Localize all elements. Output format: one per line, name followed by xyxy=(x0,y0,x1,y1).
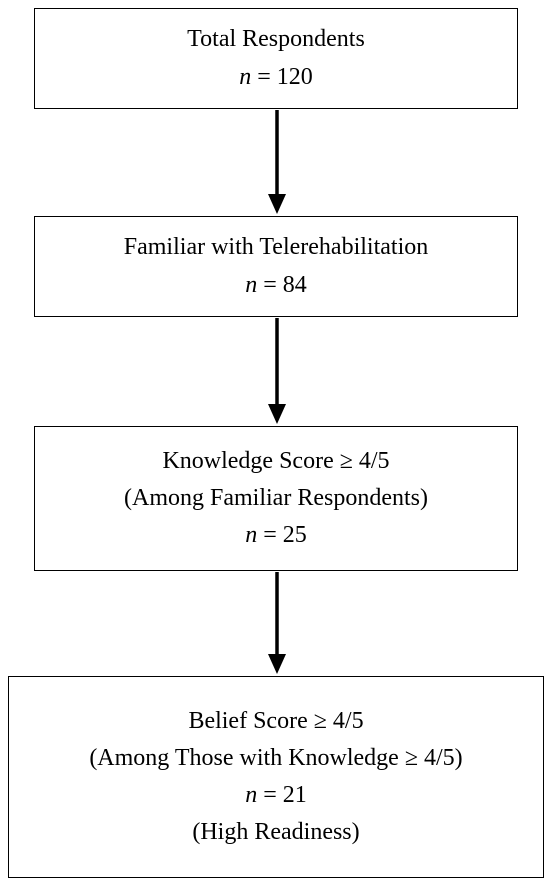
box-knowledge-score: Knowledge Score ≥ 4/5 (Among Familiar Re… xyxy=(34,426,518,571)
n-value: = 120 xyxy=(257,63,313,90)
n-value: = 25 xyxy=(263,522,307,549)
box-title: Total Respondents xyxy=(187,26,365,53)
arrow-3-to-4 xyxy=(268,572,286,674)
box-count: n = 84 xyxy=(245,267,307,304)
box-title: Knowledge Score ≥ 4/5 xyxy=(162,447,390,474)
n-symbol: n xyxy=(245,782,258,808)
box-title: Belief Score ≥ 4/5 xyxy=(188,707,364,734)
box-subtitle: (Among Those with Knowledge ≥ 4/5) xyxy=(89,744,463,771)
n-value: = 84 xyxy=(263,271,307,298)
box-belief-score: Belief Score ≥ 4/5 (Among Those with Kno… xyxy=(8,676,544,878)
n-value: = 21 xyxy=(263,782,307,808)
box-count: n = 21 xyxy=(245,777,307,814)
n-symbol: n xyxy=(239,63,252,90)
box-count: n = 120 xyxy=(239,59,313,96)
box-subtitle: (Among Familiar Respondents) xyxy=(124,484,428,511)
arrow-2-to-3 xyxy=(268,318,286,424)
arrow-1-to-2 xyxy=(268,110,286,214)
box-note: (High Readiness) xyxy=(192,819,360,846)
box-total-respondents: Total Respondents n = 120 xyxy=(34,8,518,109)
n-symbol: n xyxy=(245,271,258,298)
box-title: Familiar with Telerehabilitation xyxy=(123,234,429,261)
box-familiar-telerehabilitation: Familiar with Telerehabilitation n = 84 xyxy=(34,216,518,317)
n-symbol: n xyxy=(245,522,258,549)
box-count: n = 25 xyxy=(245,517,307,554)
